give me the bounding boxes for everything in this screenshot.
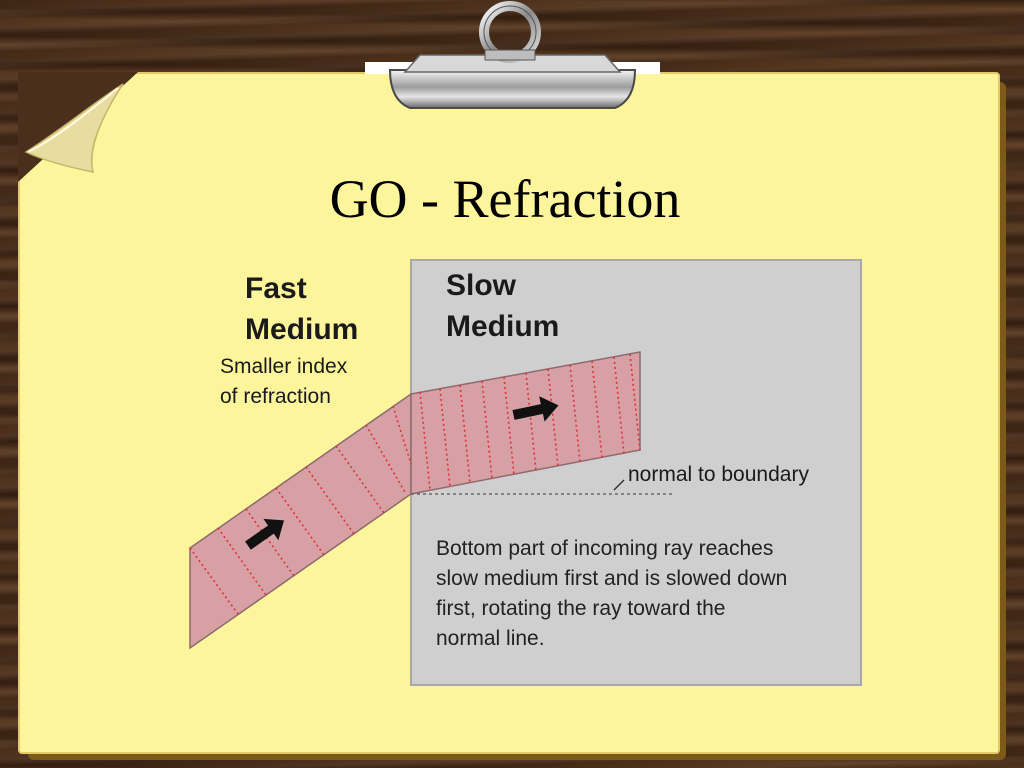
description-line-2: slow medium first and is slowed down	[436, 567, 788, 590]
description-line-3: first, rotating the ray toward the	[436, 597, 726, 620]
fast-sub-line-1: Smaller index	[220, 355, 348, 378]
fast-medium-sublabel: Smaller index of refraction	[220, 352, 347, 412]
fast-sub-line-2: of refraction	[220, 385, 331, 408]
slow-medium-line-1: Slow	[446, 269, 517, 302]
slow-medium-label: Slow Medium	[446, 265, 559, 347]
description-line-4: normal line.	[436, 627, 545, 650]
fast-medium-line-1: Fast	[245, 272, 307, 305]
fast-medium-line-2: Medium	[245, 313, 359, 346]
description-text: Bottom part of incoming ray reaches slow…	[436, 534, 787, 654]
arrow-icon	[245, 518, 285, 550]
normal-pointer	[613, 479, 625, 491]
normal-label: normal to boundary	[628, 463, 809, 486]
slow-medium-line-2: Medium	[446, 310, 560, 343]
slide-title: GO - Refraction	[329, 169, 681, 229]
page-curl-icon	[18, 72, 138, 182]
binder-clip-icon	[365, 1, 660, 109]
fast-medium-label: Fast Medium	[245, 268, 358, 350]
arrow-icon	[512, 396, 559, 422]
wavefronts-slow	[419, 353, 641, 491]
wavefronts-fast	[189, 405, 412, 615]
description-line-1: Bottom part of incoming ray reaches	[436, 537, 774, 560]
